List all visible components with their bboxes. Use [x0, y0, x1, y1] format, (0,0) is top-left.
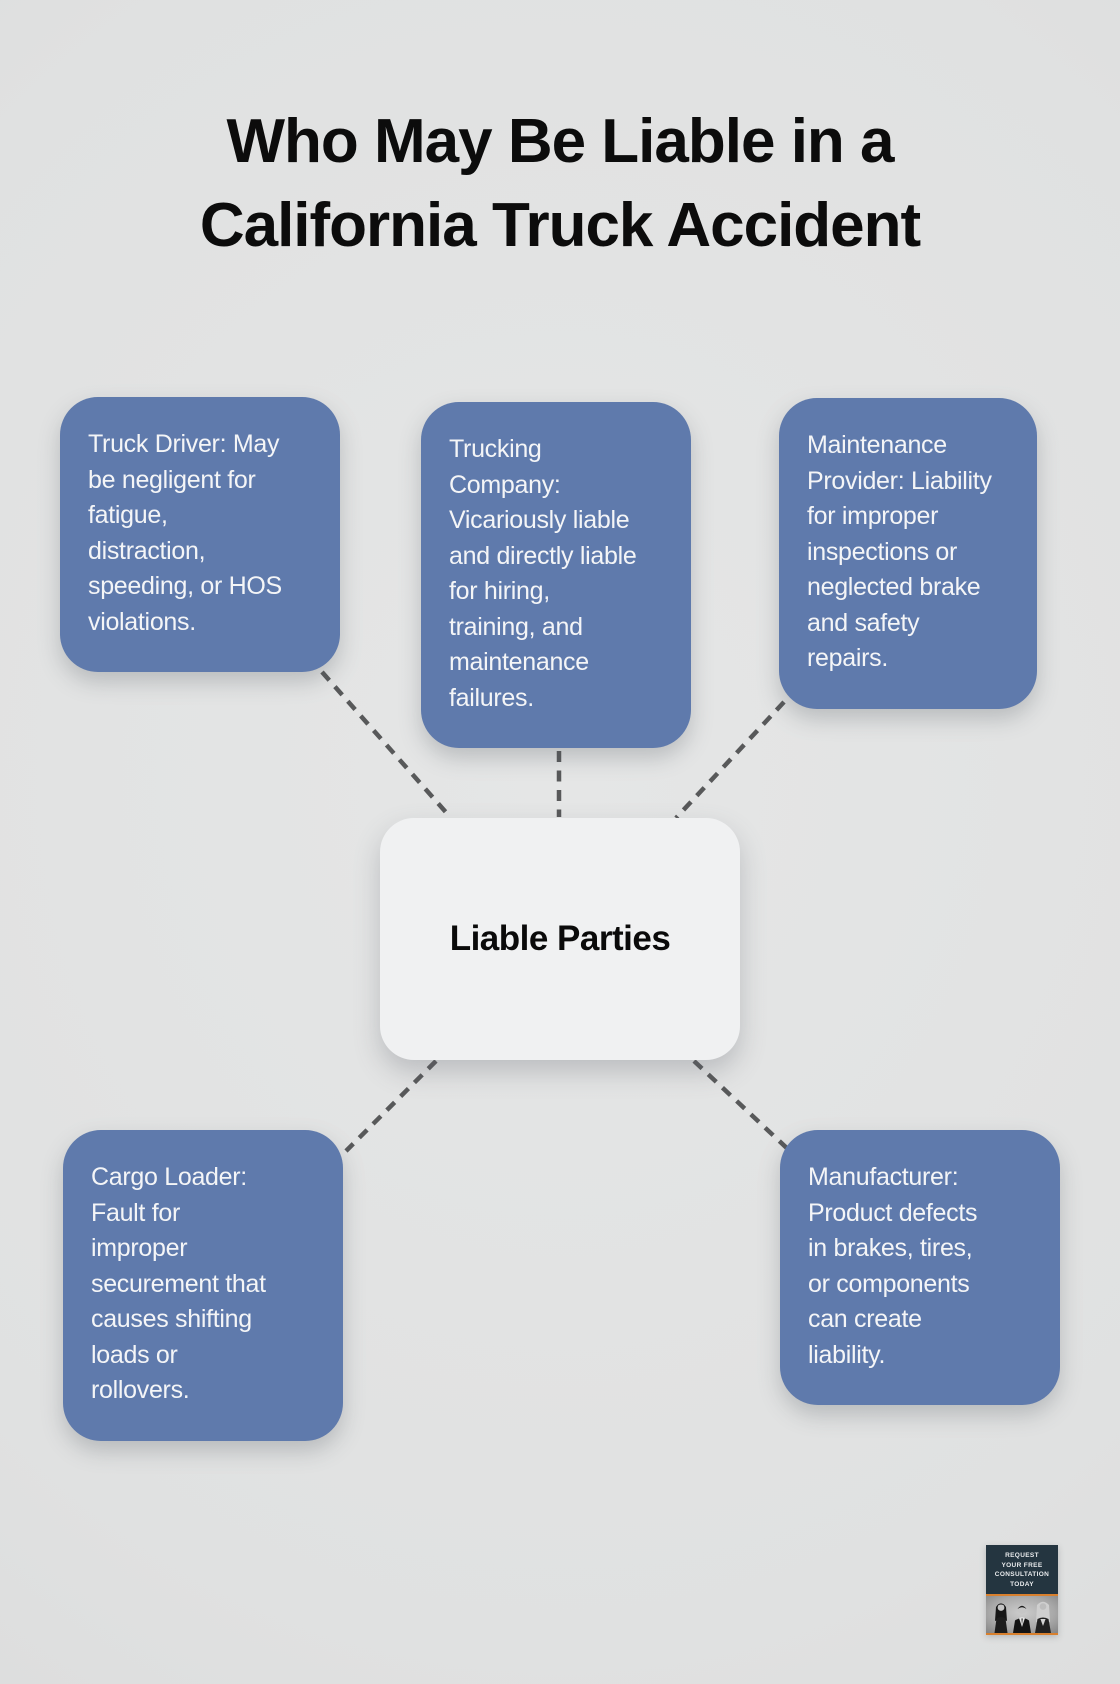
- card-truck-driver: Truck Driver: May be negligent for fatig…: [60, 397, 340, 672]
- connector-cargo-loader: [344, 1059, 438, 1153]
- card-trucking-company: Trucking Company: Vicariously liable and…: [421, 402, 691, 748]
- central-node: Liable Parties: [380, 818, 740, 1060]
- card-cargo-loader: Cargo Loader: Fault for improper securem…: [63, 1130, 343, 1441]
- card-manufacturer: Manufacturer: Product defects in brakes,…: [780, 1130, 1060, 1405]
- badge-accent-divider: [986, 1594, 1058, 1596]
- page-title: Who May Be Liable in a California Truck …: [199, 107, 921, 260]
- consultation-badge-text: REQUEST YOUR FREE CONSULTATION TODAY: [986, 1545, 1058, 1594]
- connector-maintenance-provider: [674, 700, 786, 820]
- consultation-badge[interactable]: REQUEST YOUR FREE CONSULTATION TODAY: [986, 1545, 1058, 1635]
- card-maintenance-provider: Maintenance Provider: Liability for impr…: [779, 398, 1037, 709]
- central-node-label: Liable Parties: [449, 919, 671, 958]
- badge-accent-bottom-border: [986, 1633, 1058, 1635]
- connector-manufacturer: [692, 1059, 793, 1154]
- attorneys-photo: [986, 1596, 1058, 1633]
